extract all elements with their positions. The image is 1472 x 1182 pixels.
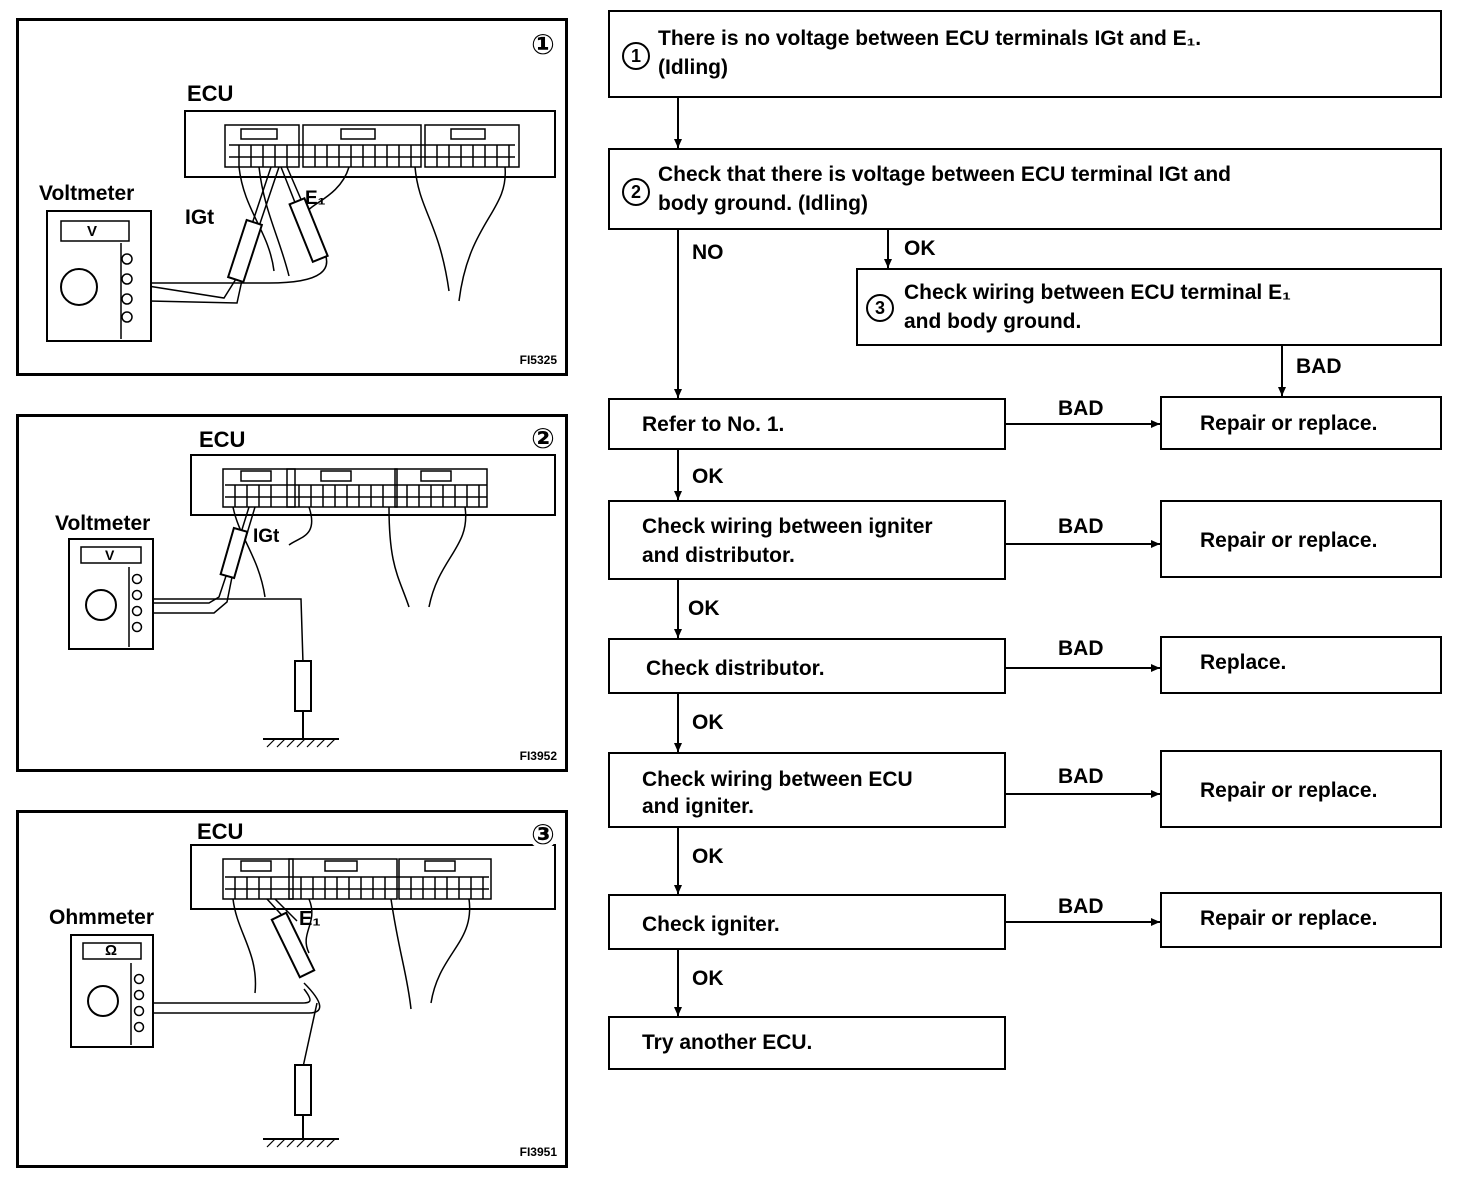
- replace-text: Replace.: [1200, 651, 1287, 674]
- ok-label: OK: [692, 465, 724, 488]
- ecu-label: ECU: [199, 427, 246, 452]
- refer-text: Refer to No. 1.: [642, 413, 785, 436]
- try-another-ecu-text: Try another ECU.: [642, 1031, 813, 1054]
- meter-face-label: Ω: [105, 942, 118, 959]
- voltmeter-ecu-illustration: [46, 110, 556, 342]
- panel-number-badge: ②: [529, 425, 557, 453]
- step-2-text: Check that there is voltage between ECU …: [658, 163, 1231, 215]
- step-3-text: Check wiring between ECU terminal E₁ and…: [904, 281, 1291, 333]
- repair-text: Repair or replace.: [1200, 779, 1378, 802]
- panel-number-badge: ①: [529, 31, 557, 59]
- repair-text: Repair or replace.: [1200, 529, 1378, 552]
- step-1-box: 1 There is no voltage between ECU termin…: [608, 10, 1442, 98]
- wiring-igniter-distributor-text: Check wiring between igniter and distrib…: [642, 515, 933, 567]
- meter-label: Ohmmeter: [49, 906, 155, 929]
- step-number-badge: 3: [866, 294, 894, 322]
- check-distributor-text: Check distributor.: [646, 657, 825, 680]
- panel-number-badge: ③: [529, 821, 557, 849]
- try-another-ecu-box: Try another ECU.: [608, 1016, 1006, 1070]
- meter-face-label: V: [87, 223, 98, 240]
- wiring-ecu-igniter-text: Check wiring between ECU and igniter.: [642, 768, 913, 818]
- bad-label: BAD: [1058, 765, 1104, 788]
- probe-igt-label: IGt: [253, 526, 280, 547]
- probe-igt-label: IGt: [185, 206, 215, 229]
- ok-label: OK: [692, 845, 724, 868]
- bad-label: BAD: [1058, 515, 1104, 538]
- ok-label: OK: [692, 711, 724, 734]
- figure-code: FI3952: [519, 749, 557, 763]
- bad-label: BAD: [1058, 397, 1104, 420]
- ecu-label: ECU: [187, 81, 234, 106]
- probe-e1-label: E₁: [305, 188, 326, 209]
- voltmeter-ecu-illustration: [68, 454, 556, 748]
- no-label: NO: [692, 241, 724, 264]
- bad-label: BAD: [1058, 637, 1104, 660]
- repair-text: Repair or replace.: [1200, 412, 1378, 435]
- step-1-text: There is no voltage between ECU terminal…: [658, 27, 1202, 79]
- step-3-box: 3 Check wiring between ECU terminal E₁ a…: [856, 268, 1442, 346]
- replace-box: Replace.: [1160, 636, 1442, 694]
- ecu-label: ECU: [197, 819, 244, 844]
- step-number-badge: 1: [622, 42, 650, 70]
- meter-label: Voltmeter: [55, 512, 151, 535]
- ohmmeter-ecu-illustration: [70, 844, 556, 1148]
- check-igniter-box: Check igniter.: [608, 894, 1006, 950]
- ok-label: OK: [688, 597, 720, 620]
- meter-face-label: V: [105, 547, 115, 563]
- ok-label: OK: [904, 237, 936, 260]
- illustration-panel-3: ③ ECU Ohmmeter Ω E₁ FI3951: [16, 810, 568, 1168]
- check-distributor-box: Check distributor.: [608, 638, 1006, 694]
- repair-text: Repair or replace.: [1200, 907, 1378, 930]
- step-number-badge: 2: [622, 178, 650, 206]
- wiring-ecu-igniter-box: Check wiring between ECU and igniter.: [608, 752, 1006, 828]
- repair-box-4: Repair or replace.: [1160, 892, 1442, 948]
- refer-box: Refer to No. 1.: [608, 398, 1006, 450]
- repair-box-1: Repair or replace.: [1160, 396, 1442, 450]
- check-igniter-text: Check igniter.: [642, 913, 780, 936]
- probe-e1-label: E₁: [299, 908, 321, 930]
- bad-label: BAD: [1296, 355, 1342, 378]
- figure-code: FI5325: [519, 353, 557, 367]
- illustration-panel-1: ① ECU Voltmeter V IGt E₁ FI5325: [16, 18, 568, 376]
- figure-code: FI3951: [519, 1145, 557, 1159]
- repair-box-3: Repair or replace.: [1160, 750, 1442, 828]
- illustration-panel-2: ② ECU Voltmeter V IGt FI3952: [16, 414, 568, 772]
- wiring-igniter-distributor-box: Check wiring between igniter and distrib…: [608, 500, 1006, 580]
- ok-label: OK: [692, 967, 724, 990]
- meter-label: Voltmeter: [39, 182, 135, 205]
- bad-label: BAD: [1058, 895, 1104, 918]
- step-2-box: 2 Check that there is voltage between EC…: [608, 148, 1442, 230]
- repair-box-2: Repair or replace.: [1160, 500, 1442, 578]
